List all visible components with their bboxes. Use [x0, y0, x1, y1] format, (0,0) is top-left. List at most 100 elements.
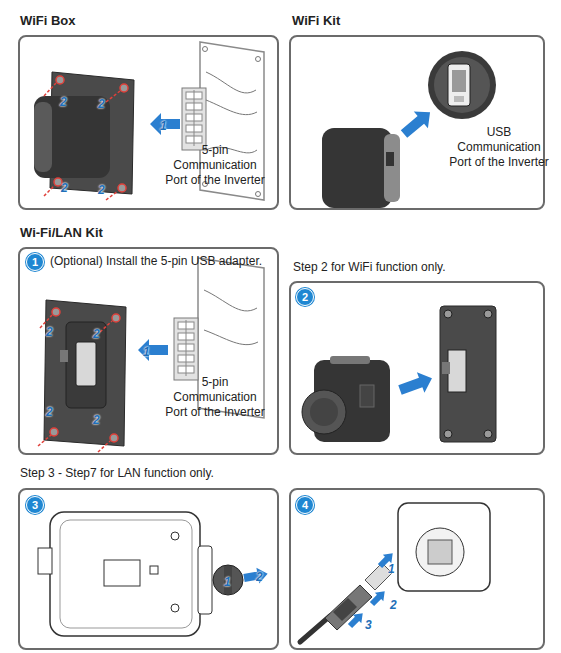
five-pin-connector [174, 318, 198, 380]
usb-contact [454, 96, 464, 102]
wire [204, 290, 257, 311]
rj45-plug [365, 563, 392, 590]
step-badge: 4 [296, 496, 314, 514]
screw [444, 310, 452, 318]
wifi-box [34, 96, 110, 178]
panel-heading: Wi-Fi/LAN Kit [20, 225, 103, 240]
callout-number: 2 [93, 327, 100, 342]
callout-number: 2 [61, 181, 68, 196]
callout-number: 2 [93, 413, 100, 428]
step-panel: Step 3 - Step7 for LAN function only.123 [18, 488, 279, 650]
callout-number: 2 [60, 95, 67, 110]
sealing-cap-grip [224, 566, 232, 594]
screw-arrow [106, 91, 120, 102]
lan-kit-icon [171, 604, 179, 612]
sealing-cap [213, 565, 243, 595]
screw-arrow [106, 191, 118, 200]
lan-kit-body [398, 503, 490, 591]
pin-divider [194, 90, 195, 146]
step-badge: 3 [26, 496, 44, 514]
screw-arrow [44, 83, 56, 96]
step-panel: WiFi KitUSB Communication Port of the In… [289, 35, 545, 210]
step-panel: Step 2 for WiFi function only.2 [289, 281, 545, 455]
rj45-socket [428, 540, 452, 564]
usb-port-ring [428, 51, 496, 119]
screw [484, 430, 492, 438]
screw [56, 76, 64, 84]
usb-adapter-plate [440, 306, 496, 442]
usb-socket [448, 64, 470, 106]
tighten-arrow [346, 609, 367, 630]
step-number: 4 [302, 500, 308, 511]
screw-arrow [38, 435, 51, 446]
port-label: 5-pin Communication Port of the Inverter [162, 375, 268, 420]
callout-number: 1 [160, 119, 167, 134]
lan-kit-icon [150, 566, 158, 574]
panel-heading: WiFi Box [20, 13, 76, 28]
lan-kit-label-area [104, 560, 140, 586]
frame-hole [203, 47, 208, 52]
callout-number: 3 [365, 618, 372, 633]
port-label: USB Communication Port of the Inverter [446, 125, 552, 170]
screw [110, 434, 118, 442]
gland-nut [333, 598, 357, 621]
cable-gland [325, 585, 372, 630]
lan-kit-end [198, 546, 212, 614]
remove-arrow [243, 566, 269, 586]
step-number: 3 [32, 500, 38, 511]
frame-hole [256, 57, 261, 62]
step-badge: 1 [26, 253, 44, 271]
step-number: 1 [32, 257, 38, 268]
insert-arrow [397, 104, 437, 143]
step-panel: WiFi Box2215-pin Communication Port of t… [18, 35, 279, 210]
callout-number: 1 [388, 562, 395, 577]
lan-kit-opening [416, 528, 464, 576]
lan-kit-edge [60, 520, 192, 628]
insert-arrow [368, 587, 389, 608]
five-pin-connector [182, 88, 206, 150]
wire [204, 330, 258, 345]
panel-heading: WiFi Kit [292, 13, 340, 28]
insert-arrow [150, 113, 180, 135]
callout-number: 1 [143, 345, 150, 360]
kit-cap [302, 390, 346, 434]
frame-hole [256, 192, 261, 197]
adapter-tab [60, 350, 68, 362]
callout-number: 2 [46, 325, 53, 340]
adapter-face [66, 322, 106, 408]
step-panel: Wi-Fi/LAN Kit(Optional) Install the 5-pi… [18, 247, 279, 455]
step-panel: 1 2 3 4 [289, 488, 545, 650]
usb-contact [452, 70, 466, 92]
wifi-kit-side [384, 134, 400, 202]
callout-number: 2 [46, 405, 53, 420]
screw [444, 430, 452, 438]
lan-kit-icon [171, 532, 179, 540]
screw-arrow [44, 185, 55, 196]
step-note: Step 3 - Step7 for LAN function only. [20, 466, 214, 481]
adapter-tab [442, 362, 450, 374]
port-label: 5-pin Communication Port of the Inverter [162, 143, 268, 188]
pin-divider [186, 320, 187, 376]
step-number: 2 [302, 292, 308, 303]
callout-number: 1 [224, 575, 231, 590]
callout-number: 2 [390, 598, 397, 613]
usb-port-body [434, 57, 490, 113]
callout-number: 2 [98, 183, 105, 198]
callout-number: 2 [98, 97, 105, 112]
wifi-box-face [34, 102, 52, 172]
usb-adapter-plate [44, 300, 126, 446]
instruction-text: (Optional) Install the 5-pin USB adapter… [50, 254, 278, 269]
kit-top [330, 356, 370, 364]
screw-arrow [100, 321, 112, 332]
wire [206, 100, 257, 115]
step-badge: 2 [296, 288, 314, 306]
kit-cap-center [310, 398, 338, 426]
lan-kit-body [50, 512, 200, 636]
screw [112, 314, 120, 322]
screw [50, 428, 58, 436]
lan-kit-connector [38, 548, 52, 574]
network-cable [300, 616, 330, 642]
screw [120, 84, 128, 92]
